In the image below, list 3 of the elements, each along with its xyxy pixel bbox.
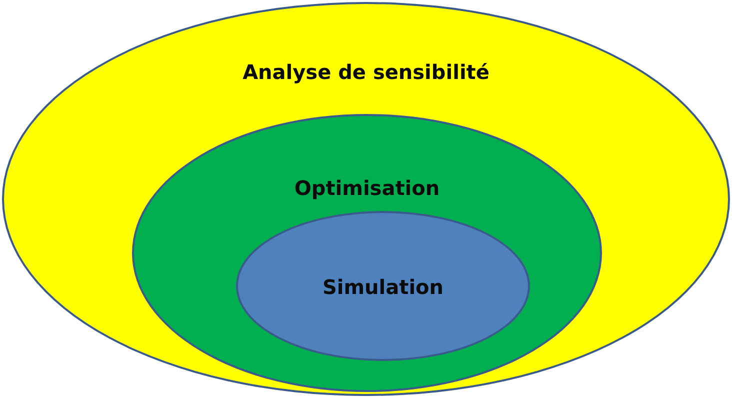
ellipse-label: Optimisation xyxy=(293,176,441,200)
ellipse-label: Simulation xyxy=(321,275,445,299)
ellipse-label: Analyse de sensibilité xyxy=(242,60,490,84)
